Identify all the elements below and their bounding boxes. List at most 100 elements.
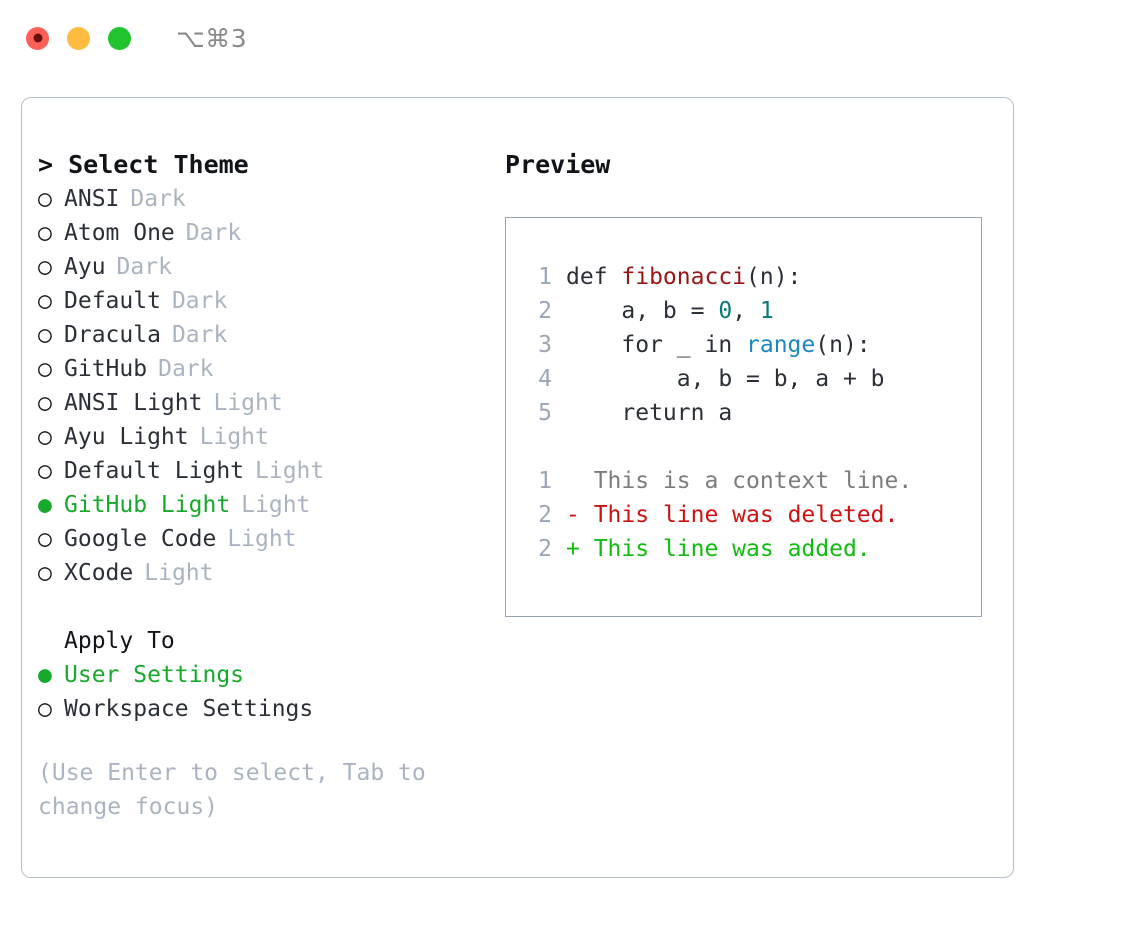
code-line: 4 a, b = b, a + b bbox=[522, 362, 981, 396]
theme-item-label: Atom One bbox=[64, 220, 175, 246]
code-token-plain: return a bbox=[566, 400, 733, 426]
radio-unselected-icon[interactable]: ○ bbox=[38, 288, 52, 314]
theme-item-variant-badge: Dark bbox=[171, 322, 228, 348]
theme-item[interactable]: ○ Google Code Light bbox=[38, 522, 502, 556]
theme-item[interactable]: ○ Ayu Dark bbox=[38, 250, 502, 284]
diff-marker-icon: + bbox=[566, 536, 594, 562]
diff-line-text: This is a context line. bbox=[593, 468, 913, 494]
radio-unselected-icon[interactable]: ○ bbox=[38, 390, 52, 416]
code-line: 2 a, b = 0, 1 bbox=[522, 294, 981, 328]
code-token-num: 1 bbox=[759, 298, 774, 324]
diff-line-ctx: 1 This is a context line. bbox=[522, 464, 981, 498]
theme-item-variant-badge: Light bbox=[227, 526, 297, 552]
code-line-number: 1 bbox=[538, 264, 552, 290]
radio-unselected-icon[interactable]: ○ bbox=[38, 254, 52, 280]
code-token-plain: , bbox=[732, 298, 760, 324]
theme-item-variant-badge: Dark bbox=[130, 186, 186, 212]
apply-to-option[interactable]: ○ Workspace Settings bbox=[38, 692, 502, 726]
theme-item-variant-badge: Dark bbox=[116, 254, 172, 280]
theme-item-label: Default Light bbox=[64, 458, 245, 484]
radio-unselected-icon[interactable]: ○ bbox=[38, 560, 52, 586]
code-token-call: range bbox=[746, 332, 816, 358]
close-button[interactable] bbox=[26, 26, 49, 50]
radio-unselected-icon[interactable]: ○ bbox=[38, 424, 52, 450]
diff-marker-icon: - bbox=[566, 502, 594, 528]
diff-line-number: 2 bbox=[538, 536, 552, 562]
preview-header: Preview bbox=[505, 150, 611, 179]
theme-item-variant-badge: Light bbox=[199, 424, 269, 450]
blank-text bbox=[566, 430, 580, 464]
apply-to-option[interactable]: ● User Settings bbox=[38, 658, 502, 692]
apply-to-option-label: Workspace Settings bbox=[64, 696, 314, 722]
diff-line-add: 2 + This line was added. bbox=[522, 532, 981, 566]
code-line-number: 4 bbox=[538, 366, 552, 392]
code-line: 5 return a bbox=[522, 396, 981, 430]
code-line-number: 2 bbox=[538, 298, 552, 324]
theme-item[interactable]: ○ Default Dark bbox=[38, 284, 502, 318]
diff-line-del: 2- This line was deleted. bbox=[522, 498, 981, 532]
theme-item[interactable]: ○ XCode Light bbox=[38, 556, 502, 590]
diff-line-text: This line was added. bbox=[593, 536, 871, 562]
diff-line-number: 2 bbox=[538, 502, 552, 528]
code-line-number: 5 bbox=[538, 400, 552, 426]
theme-item[interactable]: ○ Ayu Light Light bbox=[38, 420, 502, 454]
theme-item-label: GitHub Light bbox=[64, 492, 231, 518]
theme-item-variant-badge: Dark bbox=[185, 220, 242, 246]
radio-unselected-icon[interactable]: ○ bbox=[38, 696, 52, 722]
theme-item-variant-badge: Light bbox=[144, 560, 214, 586]
theme-item-label: GitHub bbox=[64, 356, 148, 382]
code-token-plain: (n): bbox=[815, 332, 871, 358]
diff-block: 1 This is a context line.2- This line wa… bbox=[522, 464, 981, 566]
theme-item-label: ANSI Light bbox=[64, 390, 203, 416]
theme-item-label: Google Code bbox=[64, 526, 217, 552]
theme-item-variant-badge: Light bbox=[213, 390, 283, 416]
radio-unselected-icon[interactable]: ○ bbox=[38, 458, 52, 484]
keyboard-hint-text: (Use Enter to select, Tab to change focu… bbox=[38, 760, 440, 820]
minimize-button[interactable] bbox=[67, 26, 90, 50]
code-blank-line bbox=[522, 430, 981, 464]
theme-item[interactable]: ● GitHub Light Light bbox=[38, 488, 502, 522]
radio-unselected-icon[interactable]: ○ bbox=[38, 356, 52, 382]
code-token-plain: for _ in bbox=[566, 332, 747, 358]
window-controls bbox=[26, 26, 131, 50]
window-titlebar: ⌥⌘3 bbox=[0, 0, 1140, 76]
theme-item-label: ANSI bbox=[64, 186, 120, 212]
apply-to-options[interactable]: ● User Settings ○ Workspace Settings bbox=[38, 658, 502, 726]
apply-to-header: Apply To bbox=[64, 628, 175, 654]
zoom-button[interactable] bbox=[108, 26, 131, 50]
radio-unselected-icon[interactable]: ○ bbox=[38, 220, 52, 246]
theme-item-label: Default bbox=[64, 288, 161, 314]
keyboard-shortcut-label: ⌥⌘3 bbox=[176, 23, 248, 53]
theme-item-label: Ayu Light bbox=[64, 424, 189, 450]
radio-selected-icon[interactable]: ● bbox=[38, 662, 52, 688]
radio-unselected-icon[interactable]: ○ bbox=[38, 322, 52, 348]
list-spacer bbox=[38, 590, 502, 624]
theme-item-label: XCode bbox=[64, 560, 134, 586]
theme-item[interactable]: ○ ANSI Light Light bbox=[38, 386, 502, 420]
code-token-plain: a, b = b, a + b bbox=[566, 366, 885, 392]
theme-item[interactable]: ○ ANSI Dark bbox=[38, 182, 502, 216]
blank-lineno bbox=[522, 430, 552, 464]
theme-item-variant-badge: Light bbox=[241, 492, 311, 518]
theme-item[interactable]: ○ Atom One Dark bbox=[38, 216, 502, 250]
code-token-plain: a, b = bbox=[566, 298, 719, 324]
code-line: 3 for _ in range(n): bbox=[522, 328, 981, 362]
theme-item-variant-badge: Dark bbox=[158, 356, 214, 382]
radio-selected-icon[interactable]: ● bbox=[38, 492, 52, 518]
radio-unselected-icon[interactable]: ○ bbox=[38, 186, 52, 212]
code-token-plain: def bbox=[566, 264, 622, 290]
radio-unselected-icon[interactable]: ○ bbox=[38, 526, 52, 552]
apply-to-option-label: User Settings bbox=[64, 662, 245, 688]
theme-item-variant-badge: Dark bbox=[171, 288, 228, 314]
theme-item[interactable]: ○ GitHub Dark bbox=[38, 352, 502, 386]
theme-item-label: Ayu bbox=[64, 254, 106, 280]
